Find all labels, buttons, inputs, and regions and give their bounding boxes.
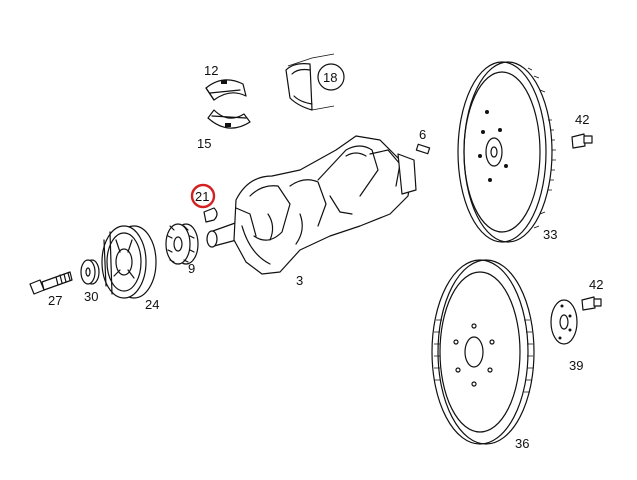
part-label-42-upper: 42 (575, 112, 589, 127)
washer[interactable] (80, 259, 100, 285)
crankshaft-sprocket[interactable] (165, 223, 199, 265)
part-label-21: 21 (195, 189, 209, 204)
flywheel-bolt-upper[interactable] (571, 133, 593, 149)
flywheel-upper[interactable] (457, 61, 556, 243)
part-label-12: 12 (204, 63, 218, 78)
highlight-ring (190, 183, 216, 209)
part-label-24: 24 (145, 297, 159, 312)
part-label-15: 15 (197, 136, 211, 151)
part-label-27: 27 (48, 293, 62, 308)
part-label-9: 9 (188, 261, 195, 276)
part-label-42-lower: 42 (589, 277, 603, 292)
part-label-6: 6 (419, 127, 426, 142)
part-label-3: 3 (296, 273, 303, 288)
part-label-33: 33 (543, 227, 557, 242)
bearing-shell-lower[interactable] (207, 109, 251, 129)
part-label-18: 18 (323, 70, 337, 85)
woodruff-key[interactable] (203, 207, 218, 223)
vibration-damper[interactable] (101, 225, 157, 299)
crankshaft[interactable] (206, 135, 417, 275)
flywheel-plate[interactable] (550, 299, 578, 345)
flywheel-bolt-lower[interactable] (581, 296, 602, 311)
dowel-pin[interactable] (415, 143, 431, 155)
flywheel-lower[interactable] (431, 259, 535, 445)
part-label-30: 30 (84, 289, 98, 304)
part-label-39: 39 (569, 358, 583, 373)
part-label-36: 36 (515, 436, 529, 451)
central-bolt[interactable] (29, 271, 73, 295)
thrust-ring[interactable] (285, 53, 345, 111)
bearing-shell-upper[interactable] (205, 79, 247, 101)
